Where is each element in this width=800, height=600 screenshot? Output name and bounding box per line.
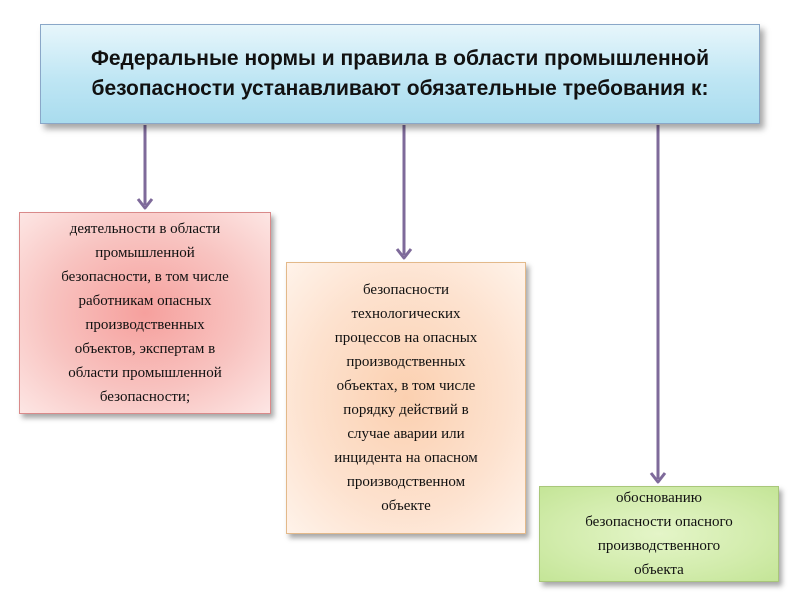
arrowhead-right: [649, 472, 667, 484]
header-title: Федеральные нормы и правила в области пр…: [90, 47, 710, 100]
arrowhead-middle: [395, 248, 413, 260]
requirement-text-justification: обоснованию безопасности опасного произв…: [585, 490, 733, 578]
header-box: Федеральные нормы и правила в области пр…: [40, 24, 760, 124]
requirement-box-processes: безопасности технологических процессов н…: [286, 262, 526, 534]
requirement-text-activities: деятельности в области промышленной безо…: [61, 221, 229, 405]
arrowhead-left: [136, 198, 154, 210]
requirement-text-processes: безопасности технологических процессов н…: [334, 282, 478, 514]
requirement-box-activities: деятельности в области промышленной безо…: [19, 212, 271, 414]
requirement-box-justification: обоснованию безопасности опасного произв…: [539, 486, 779, 582]
